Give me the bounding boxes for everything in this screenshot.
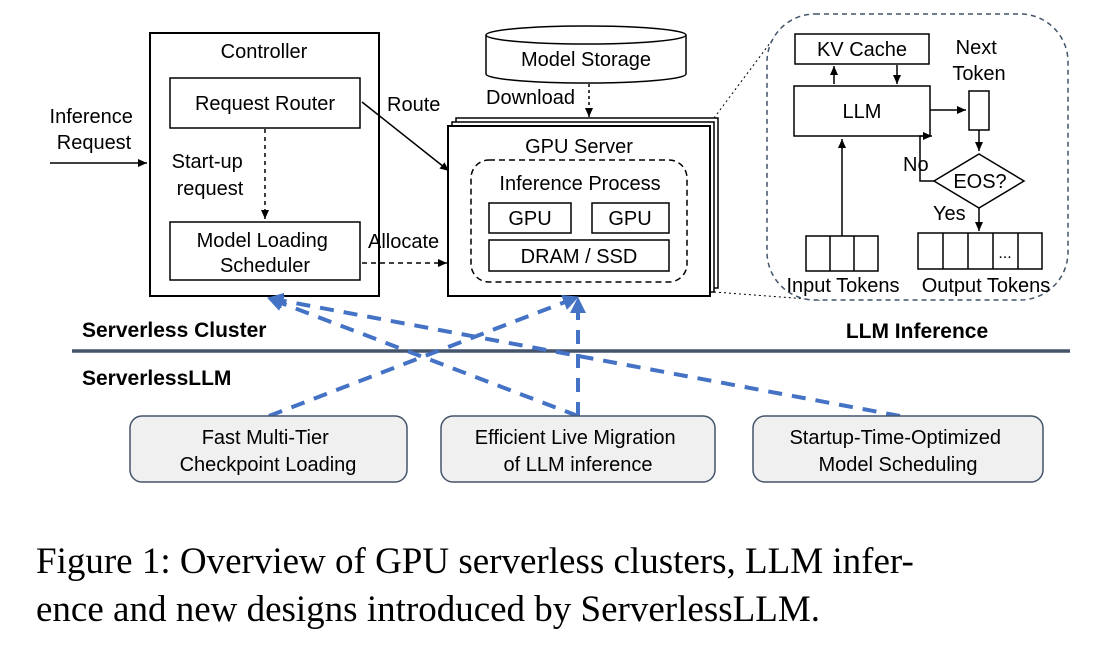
kv-cache-box xyxy=(794,33,930,65)
model-scheduling-to-scheduler-arrow xyxy=(267,292,901,418)
gpu-box-2 xyxy=(591,202,670,234)
feature-model-scheduling-label: Startup-Time-Optimized Model Scheduling xyxy=(789,427,1006,476)
controller-title: Controller xyxy=(221,41,308,63)
inference-request-label: Inference Request xyxy=(50,106,139,154)
input-tokens-label: Input Tokens xyxy=(786,275,899,297)
yes-label: Yes xyxy=(933,203,966,225)
inference-process-title: Inference Process xyxy=(499,173,660,195)
live-migration-to-scheduler-arrow xyxy=(267,295,579,418)
feature-arrows xyxy=(267,292,901,418)
input-tokens-array xyxy=(805,235,879,272)
feature-checkpoint-loading-box xyxy=(129,415,408,483)
request-router-label: Request Router xyxy=(195,93,335,115)
figure-caption: Figure 1: Overview of GPU serverless clu… xyxy=(36,538,1086,634)
no-loop-arrow xyxy=(919,132,934,182)
checkpoint-loading-to-gpu-server-arrow xyxy=(268,294,579,418)
allocate-label: Allocate xyxy=(368,231,439,253)
route-arrow xyxy=(361,101,450,172)
next-token-box xyxy=(968,90,990,131)
request-router-box xyxy=(169,77,361,129)
kv-cache-label: KV Cache xyxy=(817,39,907,61)
output-tokens-label: Output Tokens xyxy=(922,275,1051,297)
llm-box xyxy=(793,85,931,137)
zoom-line-top xyxy=(713,26,783,119)
output-tokens-array xyxy=(917,232,1043,270)
gpu-server-title: GPU Server xyxy=(525,136,633,158)
feature-live-migration-box xyxy=(440,415,716,483)
serverless-cluster-label: Serverless Cluster xyxy=(82,319,266,342)
model-loading-scheduler-label: Model Loading Scheduler xyxy=(197,230,334,277)
gpu-label-1: GPU xyxy=(508,208,551,230)
no-label: No xyxy=(903,154,929,176)
next-token-label: Next Token xyxy=(952,37,1005,85)
feature-checkpoint-loading-label: Fast Multi-Tier Checkpoint Loading xyxy=(180,427,357,476)
caption-line: ence and new designs introduced by Serve… xyxy=(36,589,820,630)
serverlessllm-label: ServerlessLLM xyxy=(82,367,231,390)
output-tokens-ellipsis: ... xyxy=(998,245,1011,262)
architecture-diagram: Inference Request Controller Request Rou… xyxy=(50,13,1070,483)
gpu-label-2: GPU xyxy=(608,208,651,230)
feature-live-migration-label: Efficient Live Migration of LLM inferenc… xyxy=(475,427,681,476)
llm-inference-label: LLM Inference xyxy=(846,320,988,343)
eos-label: EOS? xyxy=(953,171,1006,193)
route-label: Route xyxy=(387,94,440,116)
model-loading-scheduler-box xyxy=(169,221,361,281)
startup-request-label: Start-up request xyxy=(172,151,249,200)
model-storage-label: Model Storage xyxy=(521,49,651,71)
dram-ssd-box xyxy=(488,239,670,272)
caption-line: Figure 1: Overview of GPU serverless clu… xyxy=(36,541,914,582)
dram-ssd-label: DRAM / SSD xyxy=(521,246,638,268)
llm-label: LLM xyxy=(843,101,882,123)
feature-model-scheduling-box xyxy=(752,415,1044,483)
download-label: Download xyxy=(486,87,575,109)
gpu-box-1 xyxy=(488,202,572,234)
model-storage-cylinder xyxy=(485,25,687,84)
